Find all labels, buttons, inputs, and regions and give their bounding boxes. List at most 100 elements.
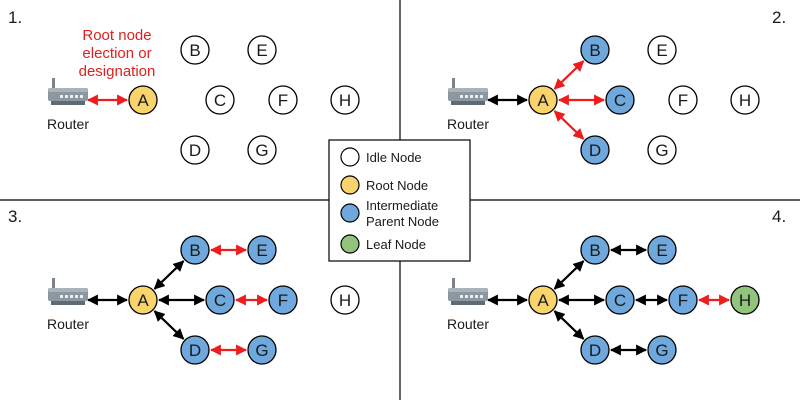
node-label: B [589, 41, 600, 60]
node-d: D [180, 335, 210, 365]
node-label: E [256, 241, 267, 260]
node-c: C [205, 285, 235, 315]
node-e: E [247, 235, 277, 265]
root-node-circle [528, 285, 558, 315]
legend-label-line: Parent Node [366, 214, 439, 229]
node-d: D [180, 135, 210, 165]
node-label: H [739, 291, 751, 310]
node-label: B [589, 241, 600, 260]
node-b: B [180, 35, 210, 65]
parent-node-circle [647, 335, 677, 365]
node-c: C [605, 285, 635, 315]
parent-node-circle [647, 235, 677, 265]
idle-node-circle [247, 35, 277, 65]
node-b: B [580, 235, 610, 265]
node-label: F [278, 91, 288, 110]
panel-number: 3. [8, 207, 22, 226]
node-g: G [247, 335, 277, 365]
link-a-b [153, 260, 185, 290]
node-label: D [589, 341, 601, 360]
node-f: F [668, 85, 698, 115]
root-node-circle [128, 285, 158, 315]
note-line: Root node [82, 27, 151, 44]
legend-swatch [340, 175, 360, 195]
parent-node-circle [205, 285, 235, 315]
note-line: designation [79, 63, 156, 80]
parent-node-circle [605, 85, 635, 115]
parent-node-circle [580, 35, 610, 65]
parent-node-circle [180, 235, 210, 265]
link-a-b [553, 260, 585, 290]
node-label: G [655, 341, 668, 360]
router-label: Router [47, 316, 89, 332]
idle-node-circle [180, 135, 210, 165]
node-a: A [528, 285, 558, 315]
node-label: D [189, 141, 201, 160]
node-h: H [730, 85, 760, 115]
node-label: F [678, 91, 688, 110]
router-icon [448, 78, 488, 105]
leaf-node-circle [730, 285, 760, 315]
link-a-d [553, 310, 585, 340]
idle-node-circle [647, 35, 677, 65]
node-a: A [128, 285, 158, 315]
idle-node-circle [330, 85, 360, 115]
node-label: D [189, 341, 201, 360]
node-h: H [330, 285, 360, 315]
idle-node-circle [668, 85, 698, 115]
parent-node-circle [605, 285, 635, 315]
node-g: G [647, 335, 677, 365]
node-e: E [647, 35, 677, 65]
idle-node-circle [247, 135, 277, 165]
node-f: F [268, 285, 298, 315]
node-label: H [739, 91, 751, 110]
node-label: G [255, 341, 268, 360]
node-label: H [339, 291, 351, 310]
router-icon [48, 78, 88, 105]
node-label: A [537, 91, 549, 110]
panel-number: 1. [8, 8, 22, 27]
link-a-b-new [553, 60, 585, 90]
parent-node-circle [268, 285, 298, 315]
router-label: Router [47, 116, 89, 132]
node-d: D [580, 135, 610, 165]
idle-node-circle [205, 85, 235, 115]
legend-label-line: Leaf Node [366, 237, 426, 252]
node-label: C [614, 91, 626, 110]
node-c: C [205, 85, 235, 115]
node-label: A [537, 291, 549, 310]
node-f: F [268, 85, 298, 115]
node-label: C [214, 291, 226, 310]
node-label: E [656, 241, 667, 260]
legend-label-line: Idle Node [366, 150, 422, 165]
panel-number: 2. [772, 8, 786, 27]
node-label: A [137, 291, 149, 310]
legend-item-root: Root Node [340, 175, 428, 195]
legend-label: Idle Node [366, 150, 422, 165]
parent-node-circle [580, 235, 610, 265]
idle-node-circle [268, 85, 298, 115]
router-label: Router [447, 316, 489, 332]
node-a: A [128, 85, 158, 115]
idle-node-circle [647, 135, 677, 165]
node-g: G [247, 135, 277, 165]
node-label: D [589, 141, 601, 160]
node-label: C [614, 291, 626, 310]
note-line: election or [82, 45, 151, 62]
parent-node-circle [180, 335, 210, 365]
node-a: A [528, 85, 558, 115]
node-h: H [330, 85, 360, 115]
router-icon [48, 278, 88, 305]
legend-label: Root Node [366, 178, 428, 193]
parent-node-circle [580, 135, 610, 165]
idle-node-circle [330, 285, 360, 315]
legend-item-idle: Idle Node [340, 147, 422, 167]
